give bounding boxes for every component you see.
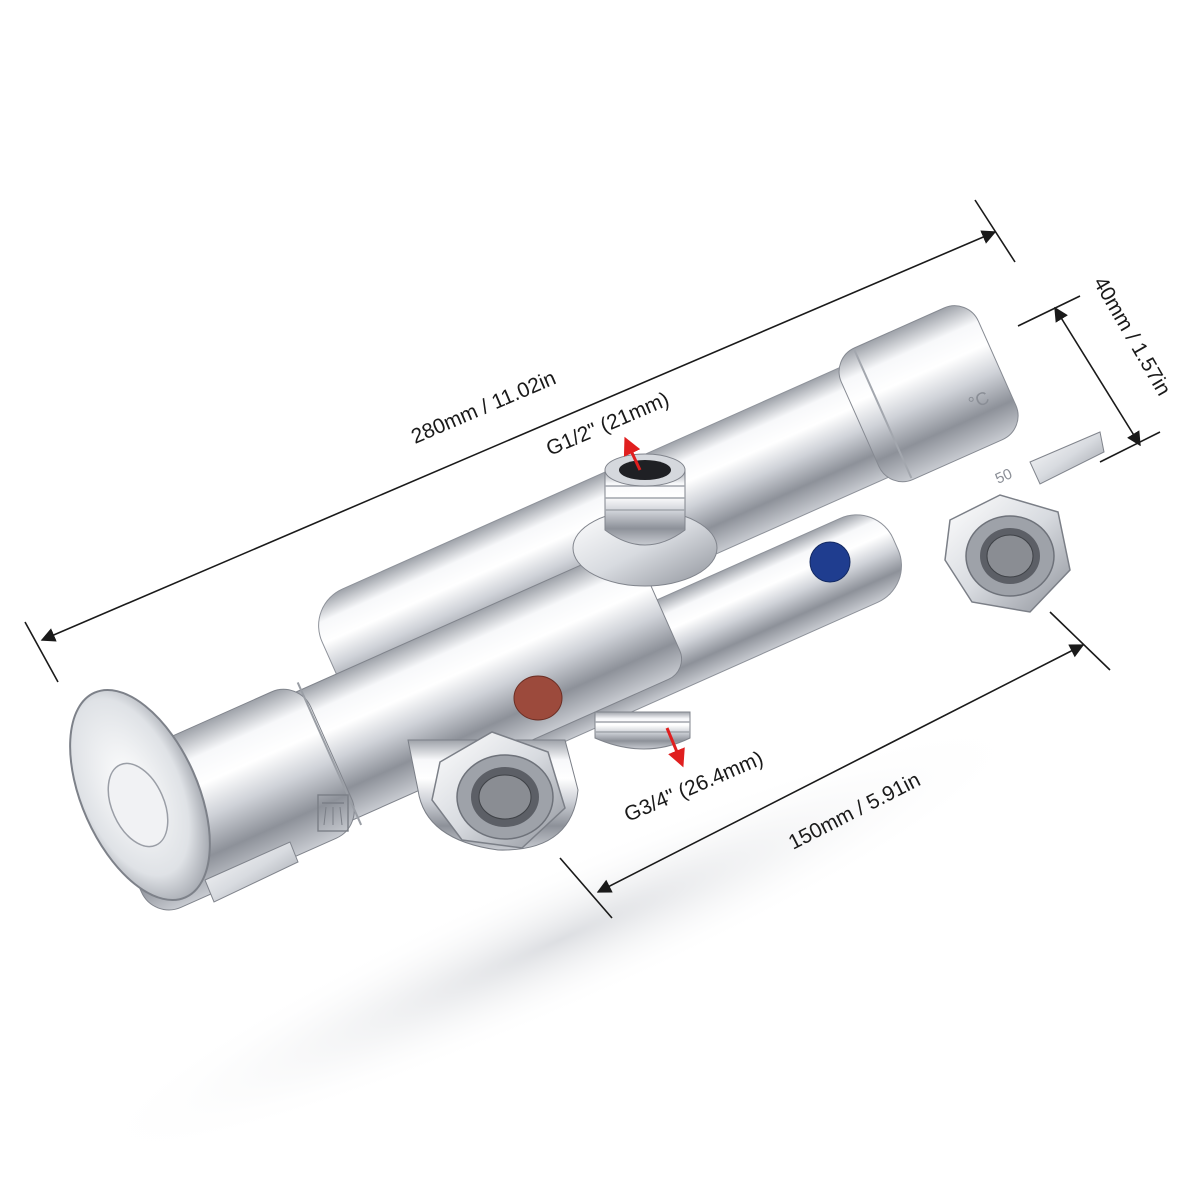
left-inlet-nut [407,731,579,851]
depth-arrow [1054,306,1141,447]
temperature-knob[interactable] [831,297,1027,490]
scale-mark: 50 [993,465,1015,487]
shower-icon [317,794,349,832]
top-connection-arrow [623,436,642,471]
thermostatic-valve: °C 50 [69,297,1105,911]
hot-indicator [513,675,563,721]
end-cap-button[interactable] [96,754,179,856]
length-extension-right [974,199,1016,263]
cold-indicator [809,541,851,583]
spacing-extension-right [1049,611,1111,671]
bottom-outlet [594,711,691,750]
spacing-arrow [596,644,1085,893]
top-outlet [572,453,718,587]
bottom-connection-arrow [665,727,685,768]
length-extension-left [24,621,59,683]
knob-lever-left[interactable] [204,841,299,903]
length-arrow [40,230,997,642]
right-inlet-nut [944,494,1071,613]
knob-lever-right[interactable] [1029,431,1105,485]
depth-label: 40mm / 1.57in [1089,273,1175,400]
spacing-extension-left [559,857,613,919]
depth-extension-bottom [1099,431,1161,463]
length-label: 280mm / 11.02in [408,366,559,448]
top-connection-label: G1/2" (21mm) [543,388,673,461]
depth-extension-top [1017,295,1081,327]
